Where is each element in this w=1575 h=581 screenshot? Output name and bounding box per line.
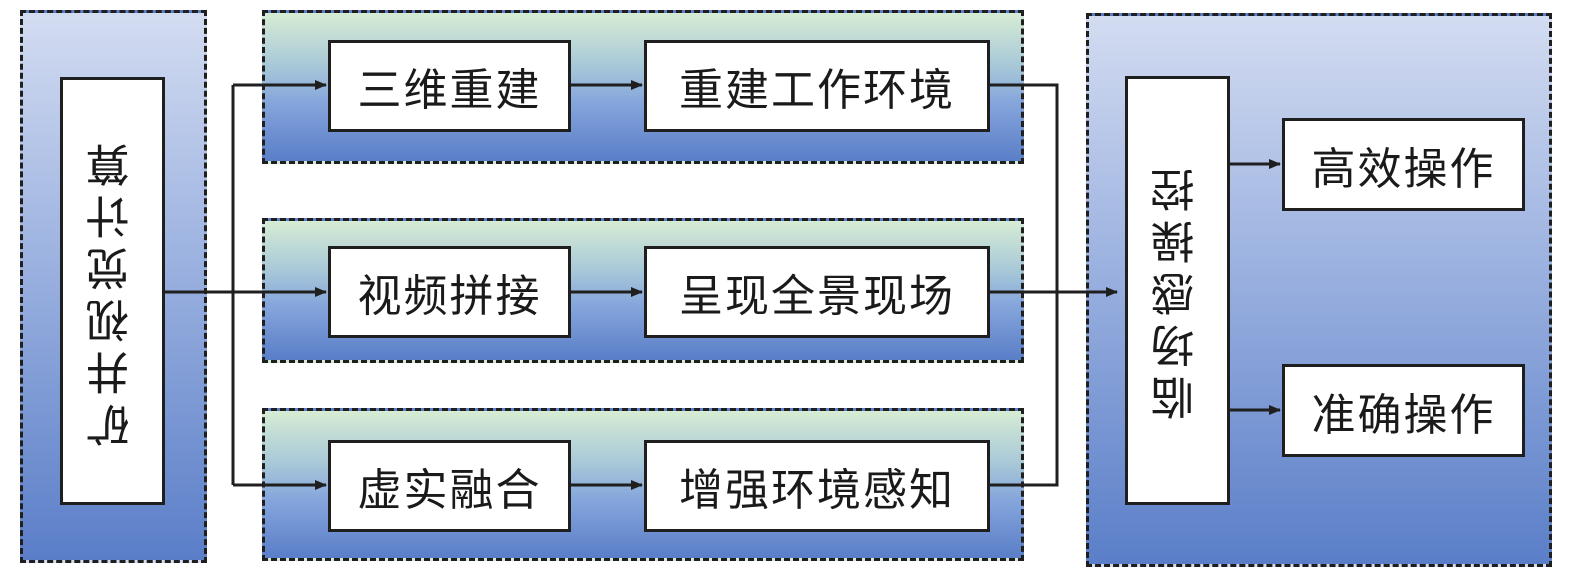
result-node-panoramic-scene: 呈现全景现场	[644, 246, 990, 338]
result-node-label: 呈现全景现场	[679, 271, 955, 322]
outcome-node-label: 准确操作	[1311, 389, 1496, 441]
outcome-node-accurate: 准确操作	[1282, 364, 1525, 457]
result-node-label: 重建工作环境	[679, 65, 955, 116]
control-node: 临场感操控	[1125, 76, 1230, 505]
result-node-rebuild-environment: 重建工作环境	[644, 40, 990, 132]
method-node-virtual-real-fusion: 虚实融合	[328, 440, 571, 532]
method-node-video-stitching: 视频拼接	[328, 246, 571, 338]
source-node-label: 矿井视觉计算	[86, 135, 138, 447]
method-node-3d-reconstruction: 三维重建	[328, 40, 571, 132]
result-node-enhanced-perception: 增强环境感知	[644, 440, 990, 532]
method-node-label: 虚实融合	[357, 465, 542, 516]
source-node: 矿井视觉计算	[60, 77, 165, 505]
result-node-label: 增强环境感知	[679, 465, 955, 516]
method-node-label: 三维重建	[357, 65, 542, 116]
outcome-node-label: 高效操作	[1311, 143, 1496, 195]
outcome-node-efficient: 高效操作	[1282, 118, 1525, 211]
method-node-label: 视频拼接	[357, 271, 542, 322]
control-node-label: 临场感操控	[1151, 160, 1203, 421]
